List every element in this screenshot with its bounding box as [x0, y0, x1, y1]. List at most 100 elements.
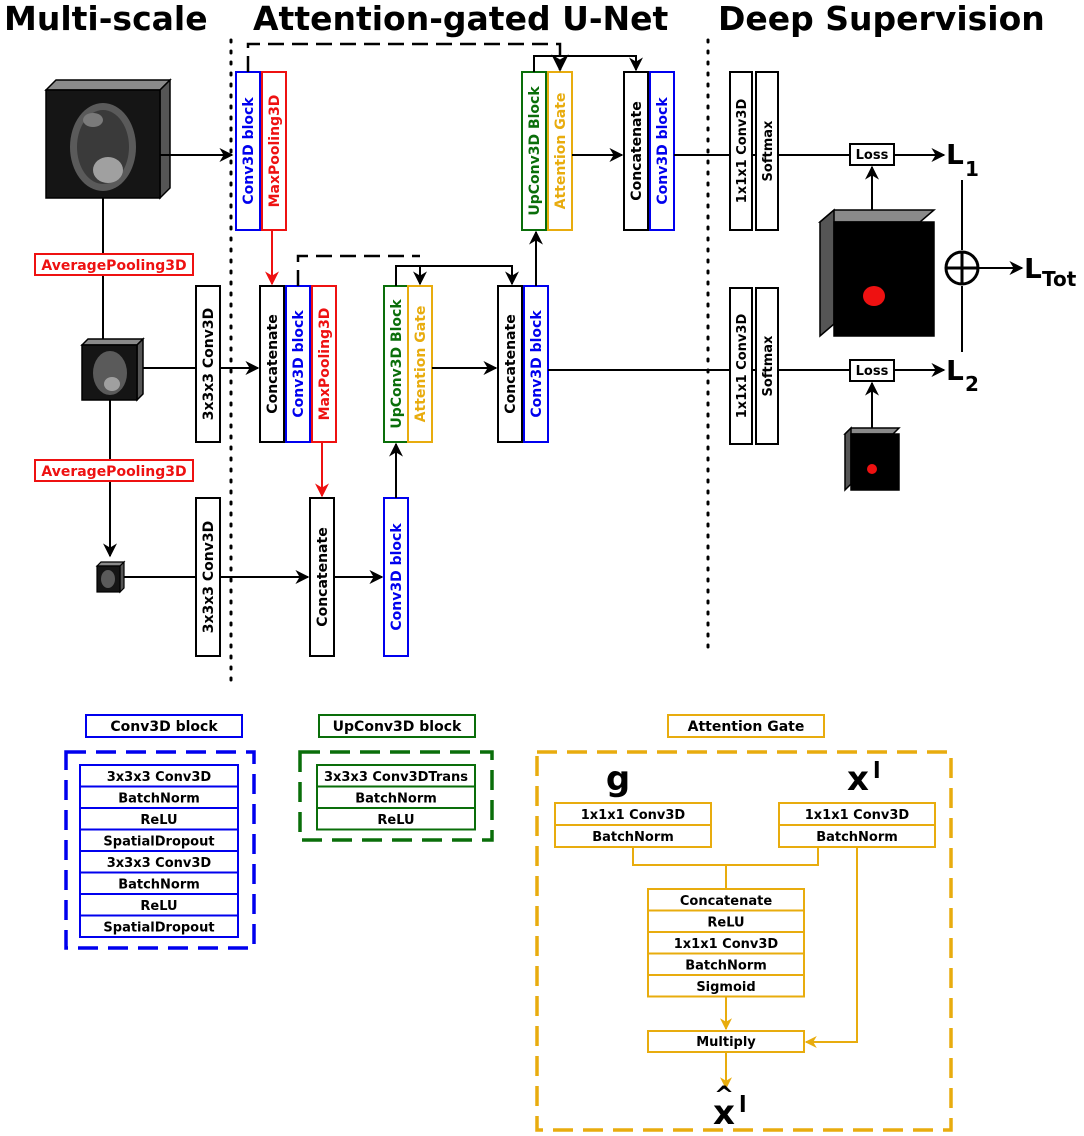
- gate-input-x: x: [847, 759, 869, 799]
- l2-concatenate: [259, 285, 285, 443]
- l1-attention-gate: [547, 71, 573, 231]
- l3-concatenate-label: Concatenate: [315, 527, 331, 626]
- gate-mid-row-label-2: 1x1x1 Conv3D: [674, 937, 779, 952]
- legend-conv-row-label-6: ReLU: [140, 899, 177, 914]
- gate-output-x: x: [713, 1093, 735, 1133]
- legend-conv-row-label-7: SpatialDropout: [103, 920, 214, 935]
- mri-volume-quarter: [95, 560, 126, 594]
- ground-truth-volume-half: [843, 426, 901, 492]
- arrow-l2-upconv-loop: [395, 265, 519, 286]
- section-title-unet: Attention-gated U-Net: [253, 0, 669, 38]
- l1-conv-block-out: [649, 71, 675, 231]
- ds2-softmax-label: Softmax: [761, 335, 776, 396]
- legend-upconv-row-label-1: BatchNorm: [355, 791, 437, 806]
- l1-upconv-label: UpConv3D Block: [527, 86, 543, 216]
- gate-output-hat: ^: [714, 1081, 734, 1109]
- loss-l1-sub: 1: [965, 157, 979, 181]
- legend-conv-title: Conv3D block: [110, 719, 218, 735]
- legend-conv-row-label-2: ReLU: [140, 813, 177, 828]
- legend-upconv-row-label-0: 3x3x3 Conv3DTrans: [324, 770, 468, 785]
- l2-conv-block-label: Conv3D block: [291, 310, 307, 418]
- loss-label-2: Loss: [856, 364, 889, 379]
- legend-upconv-row-box-2: [316, 807, 476, 831]
- l3-conv-block-label: Conv3D block: [389, 523, 405, 631]
- avgpool-label-2: AveragePooling3D: [41, 464, 186, 480]
- skip-connection-l1: [246, 42, 569, 72]
- legend-upconv-title-box: [318, 714, 476, 738]
- skip-connection-l2: [296, 254, 420, 286]
- gate-g-rows: 1x1x1 Conv3D BatchNorm: [554, 802, 712, 848]
- gate-mid-row-label-3: BatchNorm: [685, 958, 767, 973]
- l2-upconv-label: UpConv3D Block: [389, 299, 405, 429]
- l3-conv-block: [383, 497, 409, 657]
- legend-conv-row-label-1: BatchNorm: [118, 791, 200, 806]
- ds2-conv111-label: 1x1x1 Conv3D: [735, 314, 750, 419]
- mri-volume-half: [80, 337, 145, 402]
- l2-concatenate-label: Concatenate: [265, 314, 281, 413]
- gate-mid-row-label-1: ReLU: [707, 915, 744, 930]
- legend-upconv-dashed-frame: [298, 750, 494, 842]
- gate-mid-row-label-4: Sigmoid: [696, 980, 755, 995]
- l2-concatenate-out-label: Concatenate: [503, 314, 519, 413]
- gate-x-row-label-1: BatchNorm: [816, 830, 898, 845]
- legend-gate-title: Attention Gate: [688, 719, 805, 735]
- loss-l2-sub: 2: [965, 372, 979, 396]
- legend-conv-row-box-7: [79, 914, 239, 938]
- legend-conv-row-label-0: 3x3x3 Conv3D: [107, 770, 212, 785]
- avgpool-label-1: AveragePooling3D: [41, 258, 186, 274]
- legend-conv-rows: 3x3x3 Conv3DBatchNormReLUSpatialDropout3…: [79, 764, 239, 938]
- l1-attention-gate-label: Attention Gate: [553, 93, 569, 210]
- l3-conv333-label: 3x3x3 Conv3D: [201, 521, 217, 634]
- gate-input-g: g: [606, 759, 630, 799]
- ground-truth-volume-full: [817, 208, 937, 338]
- loss-l1-main: L: [946, 138, 964, 171]
- gate-g-row-label-0: 1x1x1 Conv3D: [581, 808, 686, 823]
- l2-conv-block-out-label: Conv3D block: [529, 310, 545, 418]
- avgpool-box-2: [34, 459, 194, 482]
- l1-concatenate-label: Concatenate: [629, 101, 645, 200]
- l1-maxpool: [261, 71, 287, 231]
- legend-conv-row-label-5: BatchNorm: [118, 877, 200, 892]
- avgpool-box-1: [34, 253, 194, 276]
- legend-conv-dashed-frame: [64, 750, 256, 950]
- section-title-multi-scale: Multi-scale: [4, 0, 208, 38]
- gate-connector-g: [632, 847, 819, 866]
- ds1-conv111-label: 1x1x1 Conv3D: [735, 99, 750, 204]
- legend-gate-dashed-frame: [535, 750, 953, 1132]
- l2-maxpool: [311, 285, 337, 443]
- section-title-deep-supervision: Deep Supervision: [718, 0, 1045, 38]
- gate-output-sup: l: [739, 1093, 747, 1118]
- l2-maxpool-label: MaxPooling3D: [317, 308, 333, 421]
- gate-input-x-sup: l: [873, 759, 881, 784]
- gate-g-row-label-1: BatchNorm: [592, 830, 674, 845]
- loss-label-1: Loss: [856, 148, 889, 163]
- mri-volume-full: [44, 78, 172, 200]
- legend-upconv-title: UpConv3D block: [333, 719, 462, 735]
- l1-maxpool-label: MaxPooling3D: [267, 95, 283, 208]
- gate-x-row-label-0: 1x1x1 Conv3D: [805, 808, 910, 823]
- gate-x-rows: 1x1x1 Conv3D BatchNorm: [778, 802, 936, 848]
- legend-conv-title-box: [85, 714, 243, 738]
- l2-attention-gate-label: Attention Gate: [413, 306, 429, 423]
- l2-conv333-label: 3x3x3 Conv3D: [201, 308, 217, 421]
- gate-multiply-label: Multiply: [696, 1035, 756, 1050]
- gate-mid-row-label-0: Concatenate: [680, 894, 772, 909]
- ds1-softmax: [755, 71, 779, 231]
- legend-conv-row-label-3: SpatialDropout: [103, 834, 214, 849]
- l2-concatenate-out: [497, 285, 523, 443]
- l3-concatenate: [309, 497, 335, 657]
- l2-conv333: [195, 285, 221, 443]
- l1-upconv: [521, 71, 547, 231]
- arrow-l1-upconv-loop: [533, 55, 643, 72]
- loss-total-main: L: [1024, 252, 1042, 285]
- l2-conv-block-out: [523, 285, 549, 443]
- ds1-conv111: [729, 71, 753, 231]
- l1-conv-block-label: Conv3D block: [241, 97, 257, 205]
- sum-operator-icon: [944, 250, 980, 286]
- legend-gate-title-box: [667, 714, 825, 738]
- gate-arrow-x-to-multiply: [804, 847, 858, 1048]
- ds1-softmax-label: Softmax: [761, 120, 776, 181]
- l2-attention-gate: [407, 285, 433, 443]
